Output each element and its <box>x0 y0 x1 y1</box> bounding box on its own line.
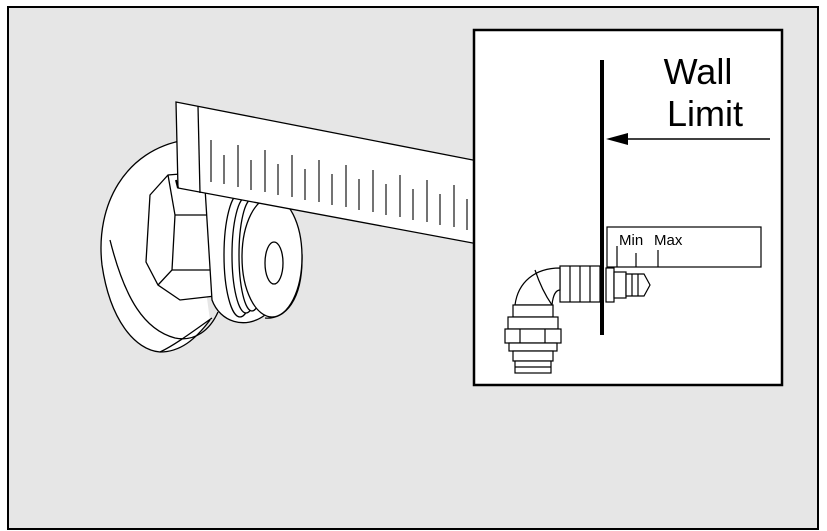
wall-limit-arrow <box>606 133 770 145</box>
elbow-fitting <box>504 265 651 374</box>
inset-panel: Wall Limit Min Max <box>472 28 784 387</box>
tape-ticks <box>210 140 468 230</box>
fitting-with-tape <box>100 101 479 353</box>
wall-label: Wall <box>664 51 733 92</box>
limit-label: Limit <box>667 93 743 134</box>
fitting-barrel <box>204 178 303 324</box>
scale-strip <box>606 226 762 268</box>
scale-min-label: Min <box>619 232 643 249</box>
scale-max-label: Max <box>654 232 683 249</box>
